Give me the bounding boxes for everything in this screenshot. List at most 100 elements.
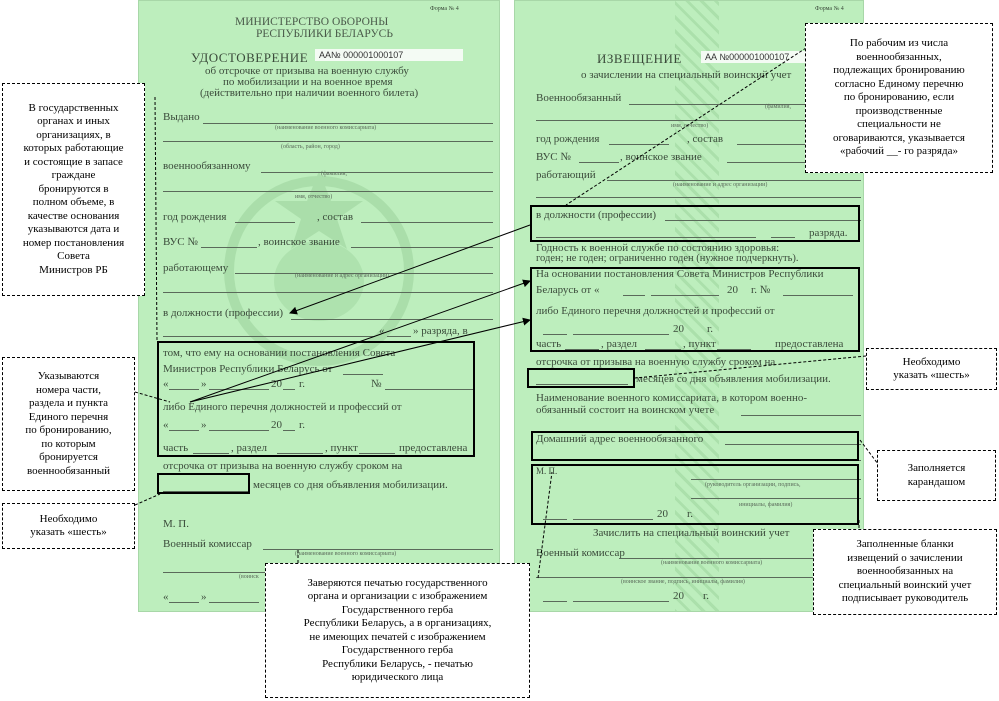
hint-bottom: (воинское звание, подпись, инициалы, фам… [621,579,745,585]
list-month-field[interactable] [209,430,269,431]
grade-label: разряда. [809,227,848,239]
part-field[interactable] [193,453,229,454]
org-address-field[interactable] [536,197,861,198]
basis-month-field[interactable] [651,295,719,296]
composition-label: , состав [317,211,354,223]
deferral-label: отсрочка от призыва на военную службу ср… [163,460,403,472]
basis-day-field[interactable] [623,295,645,296]
grade-field[interactable] [387,336,411,337]
sign-month-field[interactable] [573,601,669,602]
months-field[interactable] [536,384,628,385]
date-open-quote: « [163,378,169,390]
basis-number-field[interactable] [783,295,853,296]
section-label: , раздел [231,442,267,454]
list-year-prefix: 20 [271,419,282,431]
birth-year-field[interactable] [235,222,295,223]
either-list-label: либо Единого перечня должностей и профес… [163,401,402,413]
rank-label: , воинское звание [258,236,340,248]
granted-label: предоставлена [775,338,844,350]
birth-year-label: год рождения [163,211,227,223]
list-year-field[interactable] [283,430,295,431]
head-day-field[interactable] [543,519,567,520]
callout-workers: По рабочим из числа военнообязанных, под… [805,23,993,173]
section-field[interactable] [645,349,681,350]
position-field-2[interactable] [163,336,375,337]
day-field[interactable] [169,389,199,390]
item-field[interactable] [359,453,395,454]
birth-year-field[interactable] [609,144,669,145]
section-field[interactable] [277,453,323,454]
list-day-field[interactable] [169,430,199,431]
sign-date-close-quote: » [201,591,207,603]
hint-commissar: (наименование военного комиссариата) [661,560,763,566]
highlight-months-right [527,368,635,388]
region-field[interactable] [163,141,493,142]
either-list-label: либо Единого перечня должностей и профес… [536,305,775,317]
org-address-field[interactable] [163,292,493,293]
subtitle: о зачислении на специальный воинский уче… [581,69,792,81]
sign-month-field[interactable] [209,602,259,603]
sign-day-field[interactable] [169,602,199,603]
vus-field[interactable] [201,247,257,248]
basis-year-prefix: 20 [727,284,738,296]
list-day-field[interactable] [543,334,567,335]
highlight-home-address [531,431,859,461]
part-field[interactable] [565,349,599,350]
hint-region: (область, район, город) [281,144,340,150]
grade-field[interactable] [771,237,795,238]
callout-gov-bodies: В государственных органах и иных организ… [2,83,145,296]
part-label: часть [536,338,562,350]
commissar-label: Военный комиссар [163,538,252,550]
birth-year-label: год рождения [536,133,600,145]
grade-rest: » разряда, в [413,325,468,337]
vus-label: ВУС № [163,236,198,248]
head-name-field[interactable] [691,498,861,499]
position-field[interactable] [665,220,861,221]
working-field[interactable] [607,180,861,181]
highlight-basis-right [530,267,860,352]
vus-field[interactable] [579,162,619,163]
position-field[interactable] [291,319,493,320]
list-month-field[interactable] [573,334,669,335]
composition-label: , состав [687,133,724,145]
name-field[interactable] [163,191,493,192]
granted-label: предоставлена [399,442,468,454]
callout-seal: Заверяются печатью государственного орга… [265,563,530,698]
coat-of-arms-watermark [224,171,414,366]
commissar-rank-field[interactable] [536,577,861,578]
commissariat-field[interactable] [741,415,861,416]
basis-number-sign: г. № [751,284,771,296]
position-field-2[interactable] [536,237,756,238]
callout-six-right: Необходимо указать «шесть» [866,348,997,390]
commissariat-line2: обязанный состоит на воинском учете [536,404,715,416]
months-label: месяцев со дня объявления мобилизации. [636,373,831,385]
commissar-field[interactable] [619,558,861,559]
item-label: , пункт [325,442,358,454]
ministry-title-line1: МИНИСТЕРСТВО ОБОРОНЫ [235,16,389,28]
head-year-prefix: 20 [657,508,668,520]
home-address-label: Домашний адрес военнообязанного [536,433,704,445]
serviceman-field[interactable] [261,172,493,173]
callout-signed: Заполненные бланки извещений о зачислени… [813,529,997,615]
serviceman-label: военнообязанному [163,160,251,172]
months-field[interactable] [163,491,249,492]
list-date-close-quote: » [201,419,207,431]
hint-org: (наименование и адрес организации) [295,273,390,279]
item-field[interactable] [717,349,751,350]
head-signature-field[interactable] [691,479,861,480]
home-address-field[interactable] [725,444,861,445]
hint-head: (руководитель организации, подпись, [705,482,801,488]
working-label: работающий [536,169,596,181]
commissar-field[interactable] [263,549,493,550]
composition-field[interactable] [361,222,493,223]
stamp-placeholder: М. П. [163,518,189,530]
commissariat-line1: Наименование военного комиссариата, в ко… [536,392,808,404]
deferral-certificate-form: Форма № 4 МИНИСТЕРСТВО ОБОРОНЫ РЕСПУБЛИК… [138,0,500,612]
issued-field[interactable] [203,123,493,124]
rank-field[interactable] [351,247,493,248]
head-month-field[interactable] [573,519,653,520]
highlight-months-left [157,473,250,494]
hint-surname: (фамилия, [321,171,348,177]
head-year-suffix: г. [687,508,694,520]
sign-day-field[interactable] [543,601,567,602]
